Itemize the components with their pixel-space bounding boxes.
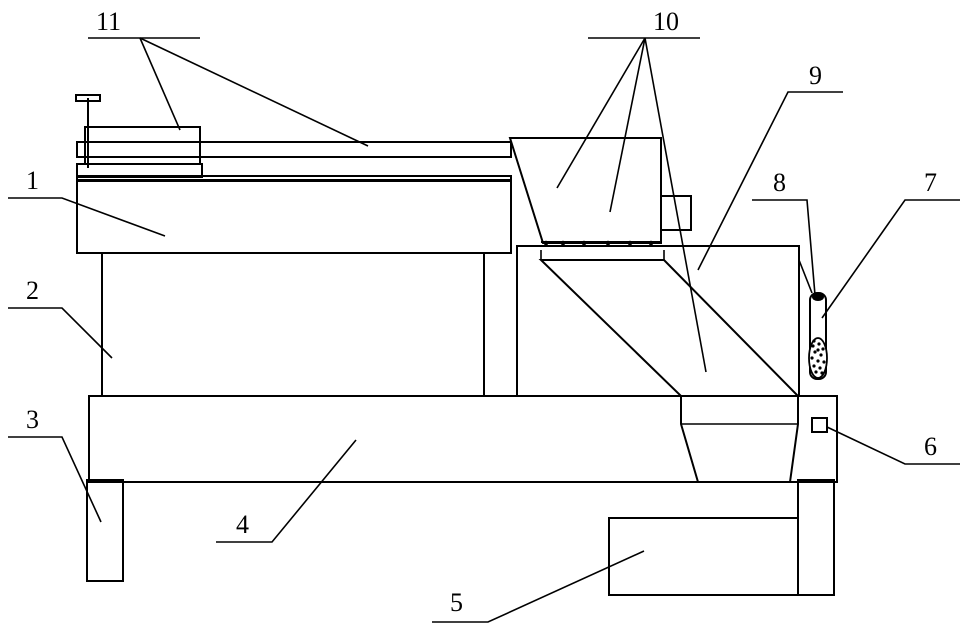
part-11-rail [77,142,511,157]
label-3: 3 [26,405,39,434]
leader-7 [822,200,960,318]
part-8-pipe [799,260,812,293]
part-11-carriage [85,127,200,164]
leader-10-c [645,38,706,372]
leader-10-b [610,38,645,212]
label-5: 5 [450,588,463,617]
leader-1 [8,198,165,236]
leader-11-b [140,38,368,146]
collector-funnel [681,396,798,482]
leader-2 [8,308,112,358]
part-labels: 11 10 9 8 7 1 2 3 4 5 6 [26,7,937,617]
part-5-lower-box [609,518,798,595]
leader-5 [432,551,644,622]
label-2: 2 [26,276,39,305]
leader-6 [827,427,960,464]
leader-11-a [140,38,180,130]
part-6-indicator [812,418,827,432]
label-4: 4 [236,510,249,539]
hopper-motor [661,196,691,230]
label-1: 1 [26,166,39,195]
leader-8 [752,200,815,295]
part-4-base-frame [89,396,837,482]
right-leg [798,480,834,595]
brush-cap [812,293,824,301]
part-2-left-cabinet [102,253,484,396]
label-8: 8 [773,168,786,197]
leader-9 [698,92,843,270]
chute [541,260,798,396]
label-10: 10 [653,7,679,36]
part-1-upper-slab [77,180,511,253]
part-3-left-leg [87,480,123,581]
label-11: 11 [96,7,121,36]
label-6: 6 [924,432,937,461]
label-9: 9 [809,61,822,90]
leader-10-a [557,38,645,188]
label-7: 7 [924,168,937,197]
part-10-hopper [510,138,661,243]
